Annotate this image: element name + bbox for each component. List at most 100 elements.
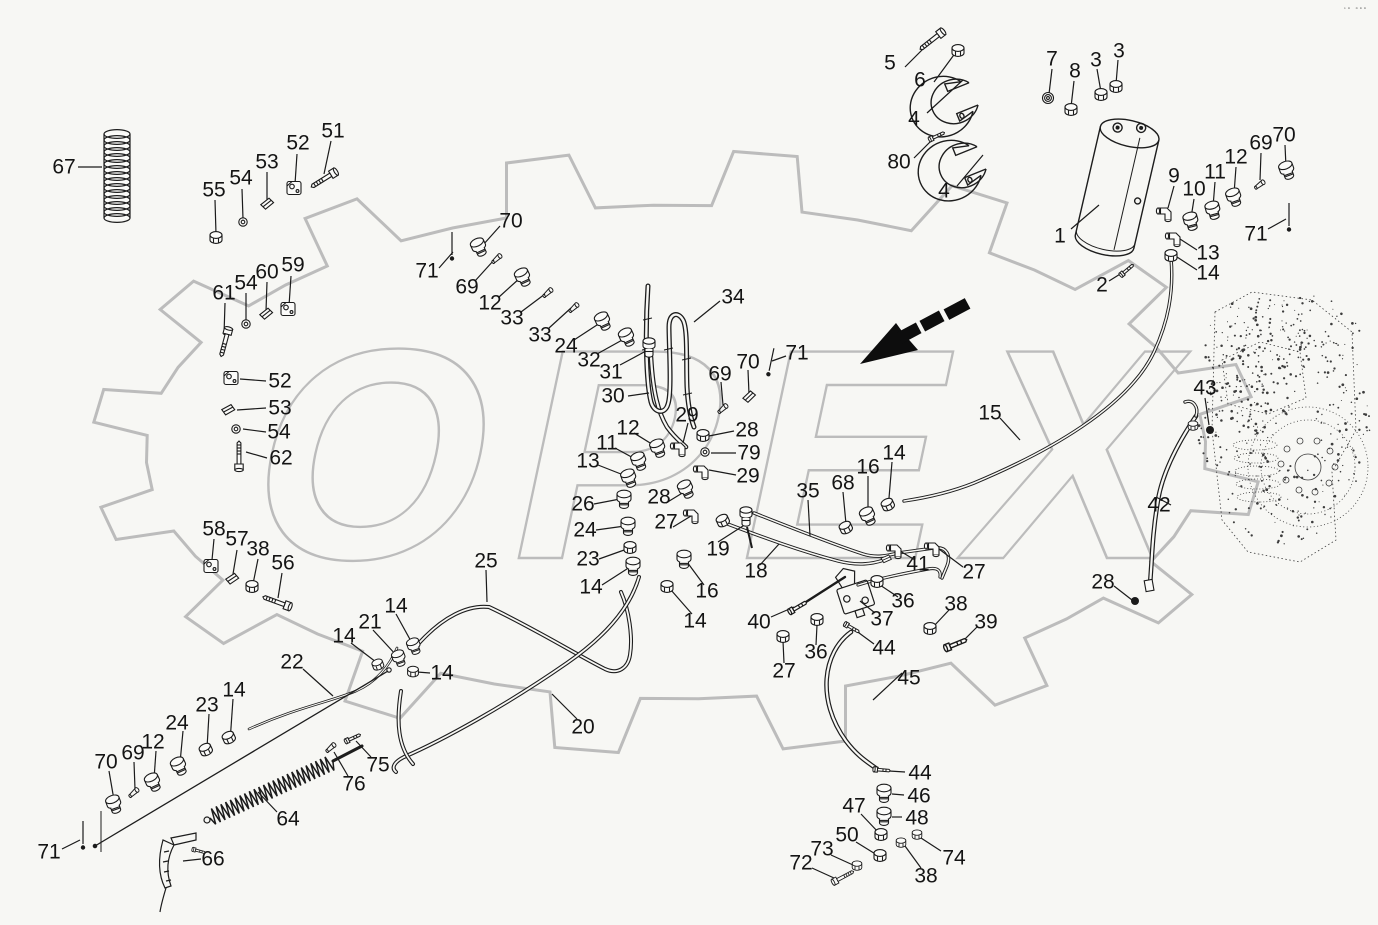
- stipple-dot: [1256, 334, 1260, 338]
- stipple-dot: [1212, 387, 1214, 389]
- stipple-dot: [1261, 383, 1263, 385]
- stipple-dot: [1295, 335, 1297, 337]
- stipple-dot: [1344, 343, 1346, 345]
- stipple-dot: [1306, 329, 1308, 331]
- fitting-part: [468, 235, 490, 260]
- stipple-dot: [1254, 318, 1258, 322]
- leader-line: [551, 693, 578, 720]
- stipple-dot: [1278, 355, 1281, 357]
- stipple-dot: [1261, 430, 1264, 433]
- stipple-dot: [1256, 402, 1259, 406]
- stipple-dot: [1315, 532, 1318, 534]
- stipple-dot: [1247, 326, 1249, 328]
- stipple-dot: [1307, 469, 1309, 472]
- stipple-dot: [1257, 301, 1260, 304]
- stipple-dot: [1262, 385, 1264, 387]
- stipple-dot: [1207, 408, 1210, 410]
- stipple-dot: [1254, 315, 1258, 319]
- stipple-dot: [1239, 355, 1242, 358]
- stipple-dot: [1281, 310, 1285, 313]
- fitting-part: [1276, 158, 1298, 182]
- stipple-dot: [1208, 359, 1211, 362]
- hose-end: [1184, 400, 1198, 417]
- stipple-dot: [1322, 505, 1326, 509]
- stipple-dot: [1297, 313, 1300, 316]
- leader-line: [595, 525, 626, 531]
- stipple-dot: [1240, 400, 1243, 403]
- bolt-part: [234, 440, 244, 473]
- stipple-dot: [1230, 417, 1233, 420]
- stipple-dot: [1299, 320, 1302, 322]
- stipple-dot: [1236, 376, 1239, 379]
- stipple-dot: [1292, 525, 1294, 527]
- nut-part: [696, 429, 710, 442]
- stipple-dot: [1261, 385, 1263, 387]
- stipple-dot: [1258, 465, 1261, 468]
- stipple-dot: [1292, 323, 1295, 326]
- stipple-dot: [1324, 459, 1326, 462]
- stipple-dot: [1206, 459, 1209, 463]
- leader-line: [265, 281, 268, 312]
- stipple-dot: [1281, 530, 1284, 534]
- stipple-dot: [1255, 365, 1258, 368]
- stipple-dot: [1283, 410, 1286, 413]
- stipple-dot: [1262, 420, 1264, 422]
- stipple-dot: [1293, 341, 1296, 343]
- stipple-dot: [1273, 391, 1276, 394]
- leader-line: [1155, 496, 1172, 506]
- leader-line: [717, 523, 747, 543]
- stipple-dot: [1221, 331, 1223, 334]
- stipple-dot: [1247, 531, 1250, 534]
- stipple-dot: [1266, 402, 1270, 405]
- stipple-dot: [1261, 453, 1265, 457]
- leader-line: [573, 322, 601, 341]
- stipple-dot: [1260, 405, 1263, 408]
- stipple-dot: [1288, 348, 1290, 350]
- nut-part: [245, 580, 259, 593]
- stipple-dot: [1277, 357, 1280, 361]
- screw-part: [343, 731, 363, 745]
- stipple-dot: [1334, 342, 1336, 345]
- stipple-dot: [1298, 514, 1300, 516]
- stipple-dot: [1264, 410, 1268, 413]
- stipple-dot: [1269, 350, 1272, 352]
- stipple-dot: [1235, 374, 1239, 377]
- nut-part: [951, 44, 965, 57]
- leader-line: [593, 498, 621, 505]
- stipple-dot: [1210, 382, 1213, 386]
- fitting-part: [876, 806, 892, 826]
- stipple-dot: [1336, 438, 1338, 440]
- stipple-dot: [1358, 329, 1361, 332]
- stipple-dot: [1330, 300, 1333, 303]
- stipple-dot: [1262, 489, 1265, 492]
- stipple-dot: [1254, 402, 1256, 404]
- stipple-dot: [1228, 511, 1231, 514]
- stipple-dot: [1242, 360, 1245, 363]
- stipple-dot: [1353, 472, 1355, 475]
- stipple-dot: [1351, 346, 1354, 350]
- stipple-dot: [1279, 367, 1282, 370]
- stipple-dot: [1260, 465, 1263, 469]
- leader-line: [294, 153, 298, 185]
- stipple-dot: [1256, 381, 1258, 383]
- stipple-dot: [1269, 498, 1271, 501]
- stipple-dot: [1224, 396, 1226, 399]
- stipple-dot: [1255, 387, 1259, 391]
- stipple-dot: [1338, 354, 1341, 357]
- stipple-dot: [1332, 403, 1335, 406]
- stipple-dot: [1202, 452, 1205, 455]
- stipple-dot: [1288, 469, 1290, 471]
- stipple-dot: [1202, 436, 1205, 438]
- stipple-dot: [1316, 410, 1319, 412]
- stipple-dot: [1234, 508, 1238, 511]
- stipple-dot: [1276, 353, 1279, 356]
- stipple-dot: [1368, 429, 1371, 432]
- stipple-dot: [1244, 528, 1247, 530]
- stipple-dot: [1337, 479, 1340, 482]
- bolt-part: [917, 26, 948, 54]
- stipple-dot: [1216, 464, 1219, 467]
- stipple-dot: [1245, 337, 1247, 339]
- stipple-dot: [1301, 302, 1304, 305]
- leader-line: [598, 548, 628, 560]
- stipple-dot: [1332, 308, 1334, 310]
